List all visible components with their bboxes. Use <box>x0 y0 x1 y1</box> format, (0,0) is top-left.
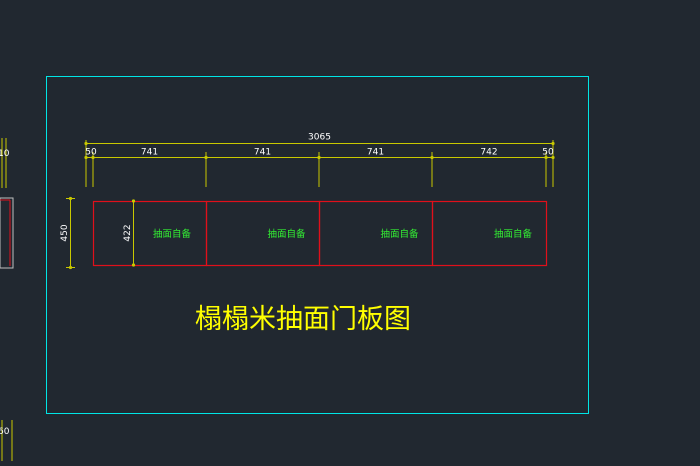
door-panels: 抽面自备 抽面自备 抽面自备 抽面自备 <box>92 200 548 267</box>
segment-label-0: 50 <box>85 148 97 158</box>
door-panel-3 <box>431 200 548 267</box>
segment-tick-dot-4 <box>430 155 434 160</box>
height-inner-label: 422 <box>123 224 133 241</box>
segment-tick-dot-1 <box>91 155 95 160</box>
segment-label-1: 741 <box>141 148 158 158</box>
left-edge-fragments: 10 60 <box>0 138 14 461</box>
segment-tick-dot-6 <box>551 155 555 160</box>
door-panel-label-0: 抽面自备 <box>153 228 192 240</box>
segment-label-4: 742 <box>480 148 497 158</box>
overall-width-dimension: 3065 <box>84 133 555 187</box>
segment-label-3: 741 <box>367 148 384 158</box>
door-panel-label-1: 抽面自备 <box>267 228 306 240</box>
layout-frame <box>46 76 589 414</box>
height-outer-dimension: 450 <box>60 196 75 270</box>
segment-label-5: 50 <box>542 148 554 158</box>
segment-tick-dot-3 <box>317 155 321 160</box>
segment-label-2: 741 <box>254 148 271 158</box>
overall-width-label: 3065 <box>308 133 331 143</box>
segment-dimensions: 50 741 741 741 742 50 <box>84 148 555 187</box>
drawing-title: 榻榻米抽面门板图 <box>195 304 411 335</box>
segment-tick-dot-0 <box>84 155 88 160</box>
door-panel-label-2: 抽面自备 <box>380 228 419 240</box>
segment-tick-dot-2 <box>204 155 208 160</box>
door-panel-label-3: 抽面自备 <box>494 228 533 240</box>
height-outer-label: 450 <box>60 224 70 241</box>
segment-tick-dot-5 <box>544 155 548 160</box>
left-edge-label-bottom: 60 <box>0 427 10 437</box>
height-inner-dimension: 422 <box>123 199 136 267</box>
left-edge-label-top: 10 <box>0 149 10 159</box>
